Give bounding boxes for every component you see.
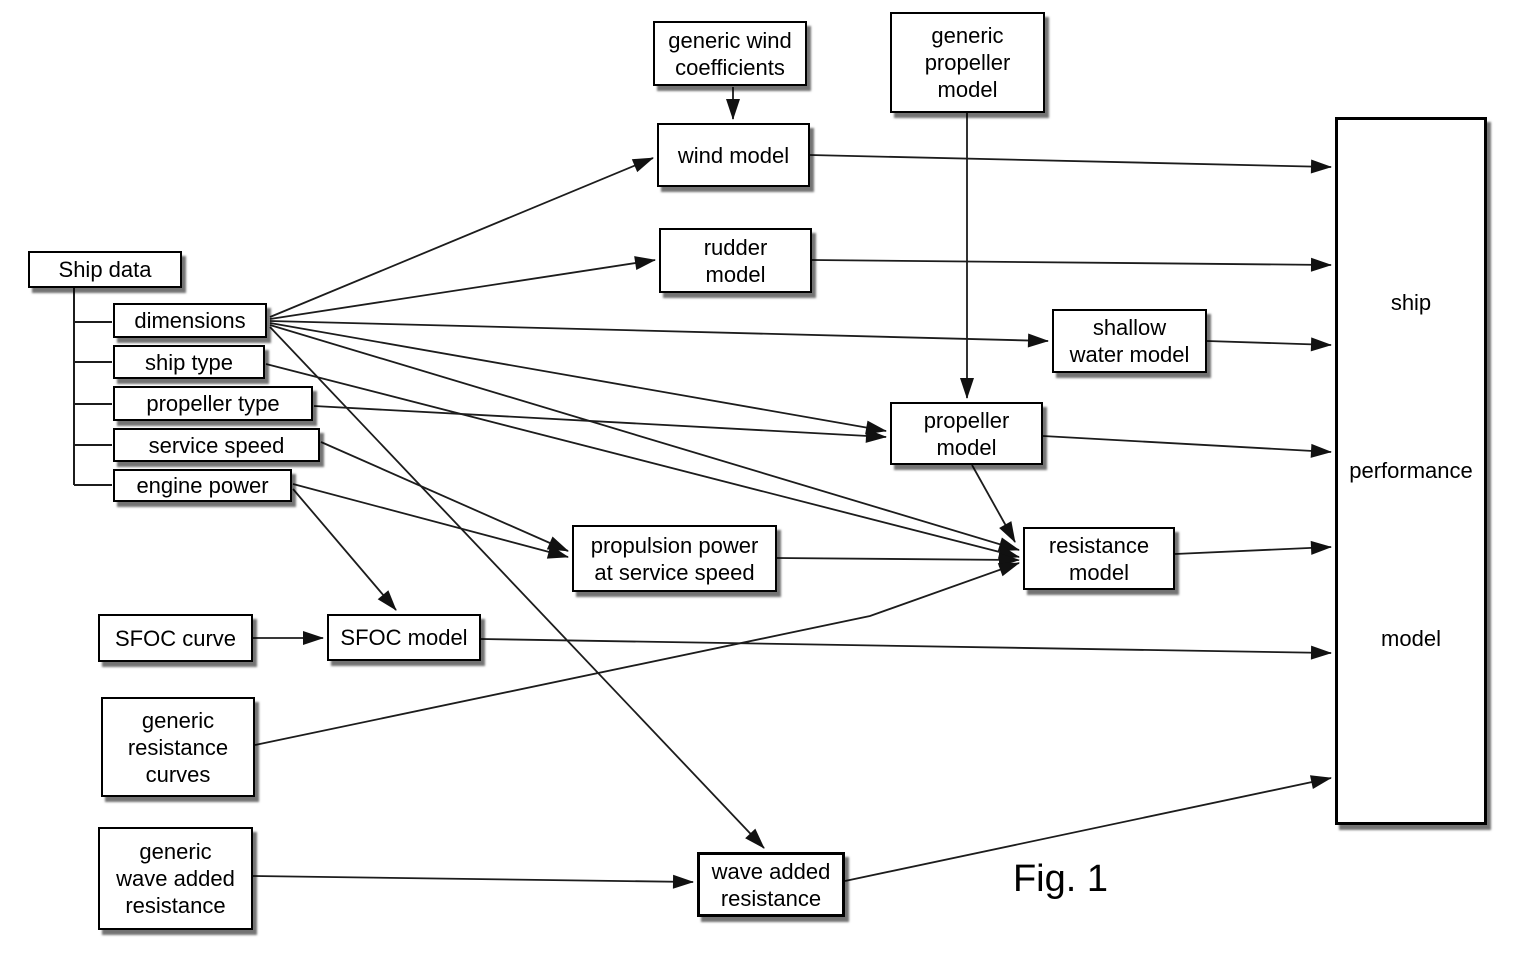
edge-shallow-water-model-to-ship-performance-model [1206,337,1332,352]
edge-propeller-type-to-propeller-model [313,405,887,443]
edge-dimensions-to-propeller-model [269,322,887,435]
edge-wind-model-to-ship-performance-model [809,154,1332,174]
node-ship-performance-model: ship performance model [1335,117,1487,825]
edge-wave-added-resistance-to-ship-performance-model [844,775,1332,882]
node-sfoc-curve: SFOC curve [98,614,253,662]
edge-rudder-model-to-ship-performance-model [811,257,1332,272]
edge-dimensions-to-resistance-model [269,324,1020,551]
node-ship-data: Ship data [28,251,182,288]
figure-caption: Fig. 1 [1012,858,1109,900]
edge-propeller-model-to-ship-performance-model [1042,435,1332,458]
node-wave-added-resistance: wave added resistance [697,852,845,917]
tree-connector-ship-data [73,288,112,486]
node-dimensions: dimensions [113,303,267,338]
node-wind-model: wind model [657,123,810,187]
edge-generic-resistance-curves-to-resistance-model [254,562,1020,746]
node-rudder-model: rudder model [659,228,812,293]
node-generic-wave-added-resistance: generic wave added resistance [98,827,253,930]
node-generic-wind-coefficients: generic wind coefficients [653,21,807,86]
node-propeller-type: propeller type [113,386,313,421]
edge-engine-power-to-propulsion-power [292,483,569,559]
node-shallow-water-model: shallow water model [1052,309,1207,373]
edge-generic-wave-added-resistance-to-wave-added-resistance [252,874,694,889]
node-engine-power: engine power [113,469,292,502]
node-service-speed: service speed [113,428,320,462]
edge-dimensions-to-wave-added-resistance [269,326,765,849]
node-generic-resistance-curves: generic resistance curves [101,697,255,797]
node-propulsion-power-at-service-speed: propulsion power at service speed [572,525,777,592]
node-propeller-model: propeller model [890,402,1043,465]
node-resistance-model: resistance model [1023,527,1175,590]
edge-dimensions-to-shallow-water-model [269,320,1049,348]
edge-service-speed-to-propulsion-power [320,441,569,552]
edge-engine-power-to-sfoc-model [292,488,397,611]
edge-propulsion-power-to-resistance-model [776,552,1020,567]
edge-dimensions-to-wind-model [269,157,654,318]
edge-dimensions-to-rudder-model [269,256,656,320]
edge-propeller-model-to-resistance-model [971,464,1016,543]
edge-ship-type-to-resistance-model [265,363,1020,559]
node-generic-propeller-model: generic propeller model [890,12,1045,113]
node-ship-type: ship type [113,345,265,379]
node-sfoc-model: SFOC model [327,614,481,661]
edge-resistance-model-to-ship-performance-model [1174,540,1332,555]
edge-sfoc-model-to-ship-performance-model [480,638,1332,660]
